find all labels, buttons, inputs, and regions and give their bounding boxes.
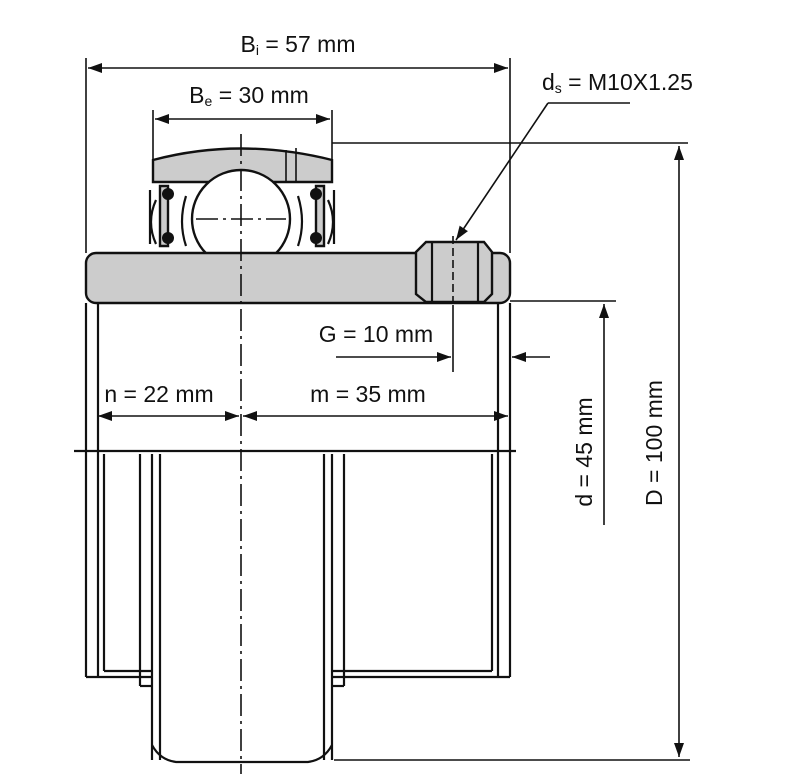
dimension-label-be: Be = 30 mm (189, 82, 309, 109)
ring-body (84, 303, 512, 679)
dimension-label-g: G = 10 mm (319, 321, 433, 347)
dimension-label-n: n = 22 mm (104, 381, 213, 407)
dimension-lines (88, 63, 684, 757)
inner-ring (84, 251, 512, 305)
shaft-section (138, 454, 346, 764)
extension-lines (85, 58, 690, 761)
dimension-label-ds: ds = M10X1.25 (542, 69, 693, 96)
dimension-label-big-d: D = 100 mm (641, 380, 667, 506)
set-screw (414, 236, 494, 308)
right-seal (296, 184, 336, 248)
left-seal (148, 184, 188, 248)
dimension-label-bi: Bi = 57 mm (241, 31, 356, 58)
dimension-label-m: m = 35 mm (310, 381, 426, 407)
dimension-label-d: d = 45 mm (571, 397, 597, 506)
